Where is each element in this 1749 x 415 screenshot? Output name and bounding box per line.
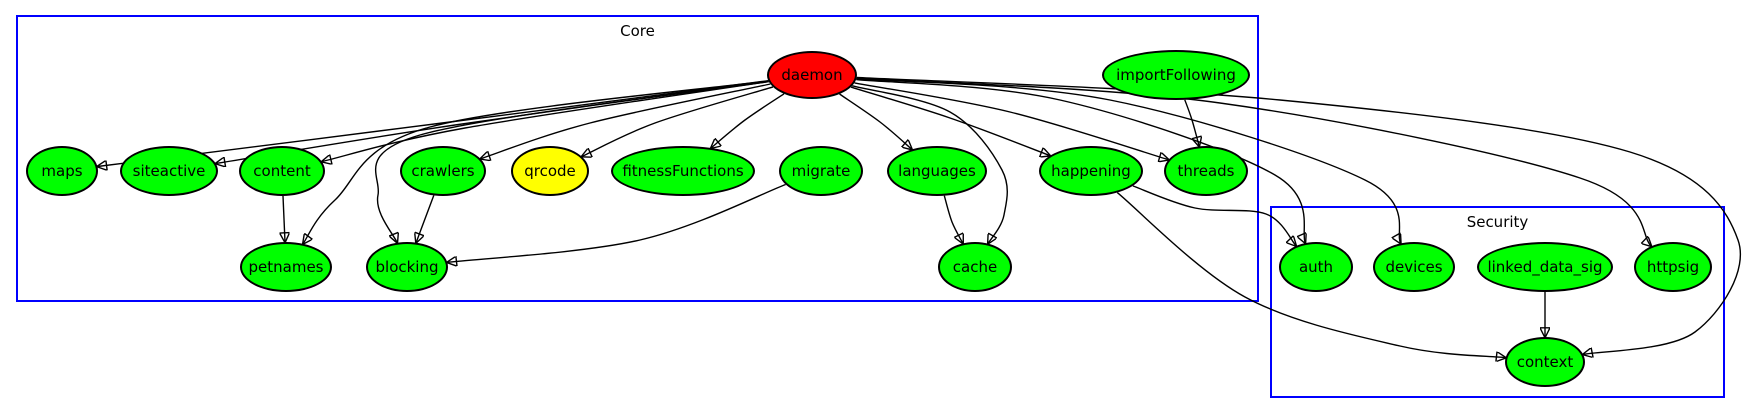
edge-importFollowing-threads: [1184, 99, 1199, 147]
edge-daemon-cache: [852, 85, 1008, 244]
edge-daemon-auth: [856, 78, 1305, 244]
node-petnames-label: petnames: [248, 258, 324, 276]
edge-daemon-crawlers: [481, 83, 771, 159]
cluster-security-label: Security: [1466, 213, 1529, 231]
node-devices-label: devices: [1385, 258, 1443, 276]
edge-crawlers-blocking: [416, 195, 435, 242]
node-linked_data_sig: linked_data_sig: [1477, 242, 1613, 292]
edge-daemon-devices: [856, 78, 1401, 244]
node-migrate-label: migrate: [791, 162, 851, 180]
node-languages-label: languages: [898, 162, 976, 180]
edge-daemon-httpsig: [856, 77, 1652, 246]
edge-daemon-threads: [854, 82, 1169, 160]
node-daemon-label: daemon: [781, 66, 843, 84]
edge-daemon-qrcode: [582, 86, 774, 157]
node-cache-label: cache: [952, 258, 998, 276]
node-fitnessFunctions-label: fitnessFunctions: [622, 162, 744, 180]
node-devices: devices: [1373, 242, 1455, 292]
node-qrcode: qrcode: [511, 146, 589, 196]
node-cache: cache: [938, 242, 1012, 292]
node-blocking-label: blocking: [375, 258, 439, 276]
node-threads: threads: [1164, 146, 1248, 196]
node-auth-label: auth: [1298, 258, 1334, 276]
node-happening-label: happening: [1051, 162, 1131, 180]
node-siteactive: siteactive: [120, 146, 218, 196]
node-crawlers-label: crawlers: [411, 162, 475, 180]
node-blocking: blocking: [366, 242, 448, 292]
node-migrate: migrate: [779, 146, 863, 196]
node-qrcode-label: qrcode: [524, 162, 576, 180]
edge-daemon-happening: [850, 86, 1050, 156]
node-auth: auth: [1279, 242, 1353, 292]
node-petnames: petnames: [240, 242, 332, 292]
node-languages: languages: [887, 146, 987, 196]
node-importFollowing-label: importFollowing: [1116, 66, 1236, 84]
node-content: content: [239, 146, 325, 196]
node-importFollowing: importFollowing: [1102, 50, 1250, 100]
edge-content-petnames: [283, 195, 285, 242]
node-maps: maps: [26, 146, 98, 196]
node-threads-label: threads: [1177, 162, 1235, 180]
node-fitnessFunctions: fitnessFunctions: [611, 146, 755, 196]
node-crawlers: crawlers: [400, 146, 486, 196]
edge-daemon-languages: [839, 93, 912, 149]
node-linked_data_sig-label: linked_data_sig: [1487, 258, 1603, 276]
edge-daemon-content: [322, 80, 769, 162]
edge-daemon-fitnessFunctions: [711, 93, 785, 148]
node-httpsig-label: httpsig: [1646, 258, 1700, 276]
cluster-core-label: Core: [620, 22, 655, 40]
node-daemon: daemon: [767, 51, 857, 99]
node-context: context: [1505, 337, 1585, 387]
node-happening: happening: [1039, 146, 1143, 196]
edge-daemon-context: [856, 76, 1741, 354]
node-content-label: content: [253, 162, 311, 180]
edge-happening-context: [1116, 192, 1505, 358]
node-maps-label: maps: [41, 162, 83, 180]
edge-daemon-petnames: [303, 80, 769, 244]
node-siteactive-label: siteactive: [132, 162, 206, 180]
node-context-label: context: [1516, 353, 1574, 371]
edge-languages-cache: [943, 195, 963, 244]
edge-daemon-blocking: [374, 80, 769, 243]
edge-migrate-blocking: [447, 183, 786, 263]
node-httpsig: httpsig: [1634, 242, 1712, 292]
edge-happening-auth: [1132, 185, 1296, 246]
cluster-core-border: Core: [16, 15, 1259, 302]
